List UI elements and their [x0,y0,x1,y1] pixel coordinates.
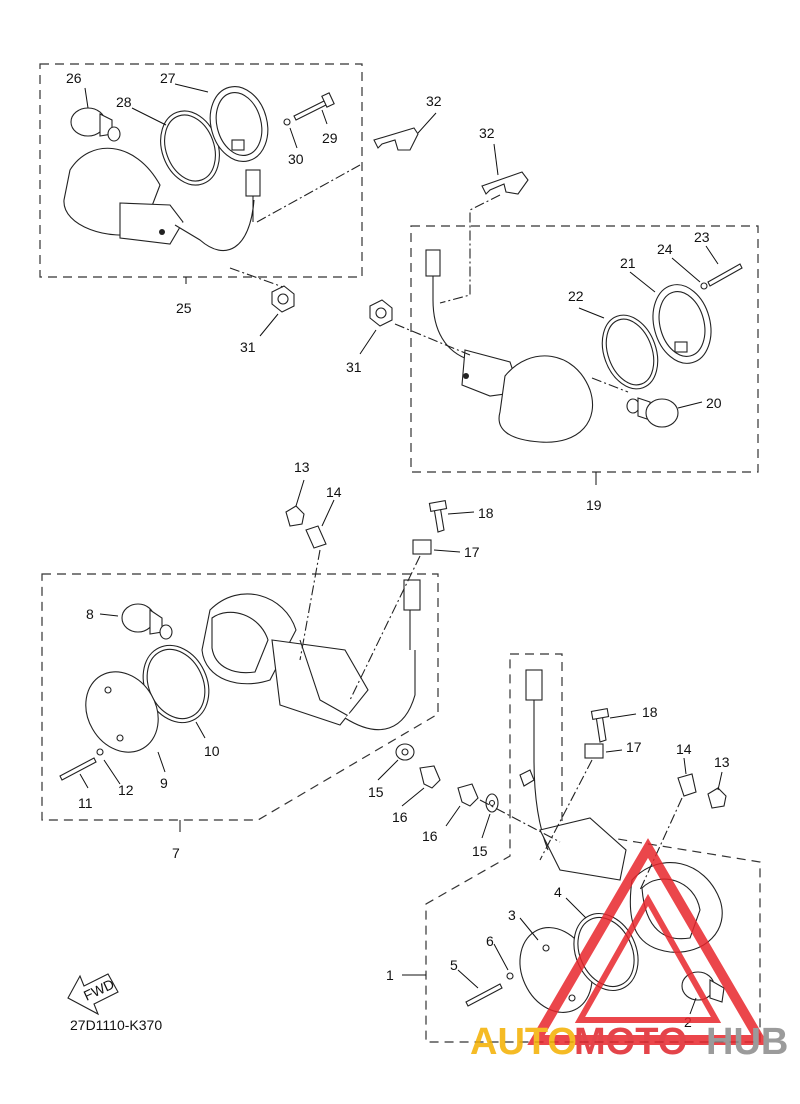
ring-gasket-part-28 [160,110,220,186]
callout-16b: 16 [422,828,438,844]
callout-11: 11 [78,795,93,811]
callout-8: 8 [86,606,94,622]
callout-18a: 18 [478,505,494,521]
callout-5: 5 [450,957,458,973]
callout-21: 21 [620,255,636,271]
callout-20: 20 [706,395,722,411]
callout-32a: 32 [426,93,442,109]
watermark-moto: MOTO [574,1021,687,1063]
screw-part-11 [59,757,97,781]
callout-14b: 14 [676,741,692,757]
nut-part-31a [229,267,295,337]
collar-part-14b [677,773,697,797]
bulb-part-8 [121,603,173,640]
automotohub-watermark-logo: AUTO MOTO HUB [470,838,788,1063]
watermark-auto: AUTO [470,1021,577,1063]
ring-gasket-part-22 [601,314,659,390]
washer-part-12 [96,748,104,756]
bulb-part-26 [70,107,121,142]
lens-part-9 [85,671,159,753]
callout-14a: 14 [326,484,342,500]
screw-part-29 [293,92,335,121]
callout-6: 6 [486,933,494,949]
callout-7: 7 [172,845,180,861]
callout-30: 30 [288,151,304,167]
collar-part-17a [412,539,432,555]
clip-part-32a [256,112,437,223]
assembly-19-turn-signal-rear-right [410,225,759,485]
clip-part-32b [439,143,529,304]
callout-23: 23 [694,229,710,245]
assembly-7-frame [41,573,439,821]
callout-3: 3 [508,907,516,923]
callout-13b: 13 [714,754,730,770]
callout-32b: 32 [479,125,495,141]
watermark-triangle-icon [527,838,769,1045]
callout-24: 24 [657,241,673,257]
connector-25 [245,169,261,222]
assembly-19-frame [410,225,759,473]
lamp-housing-7 [201,593,369,726]
watermark-hub: HUB [706,1021,788,1063]
screw-part-5 [465,983,503,1007]
washer-part-15b [485,793,499,813]
bolt-part-16b [457,783,479,807]
assembly-7-turn-signal-front-left [41,573,439,832]
callout-1: 1 [386,967,394,983]
callout-28: 28 [116,94,132,110]
callout-4: 4 [554,884,562,900]
callout-27: 27 [160,70,176,86]
callout-10: 10 [204,743,220,759]
forward-direction-arrow-icon: FWD [67,973,119,1016]
collar-part-17b [584,743,604,759]
lens-part-27 [209,86,269,162]
callout-31a: 31 [240,339,256,355]
mounting-hardware-left [285,479,475,807]
callout-15b: 15 [472,843,488,859]
bulb-part-20 [626,397,679,428]
callout-17b: 17 [626,739,642,755]
callout-29: 29 [322,130,338,146]
callout-22: 22 [568,288,584,304]
washer-part-24 [700,282,708,290]
nut-part-13b [707,787,727,809]
washer-part-15a [395,743,415,761]
callout-12: 12 [118,782,134,798]
callout-26: 26 [66,70,82,86]
washer-part-30 [283,118,291,126]
callout-9: 9 [160,775,168,791]
part-number-callouts: 26 27 28 29 30 32 32 25 31 31 23 24 21 2… [66,70,730,1030]
callout-17a: 17 [464,544,480,560]
lamp-housing-25 [63,147,255,251]
callout-15a: 15 [368,784,384,800]
callout-31b: 31 [346,359,362,375]
assembly-1-turn-signal-front-right [402,653,761,1043]
nut-part-31b [359,299,471,356]
washer-part-6 [506,972,514,980]
callout-16a: 16 [392,809,408,825]
callout-18b: 18 [642,704,658,720]
bolt-part-16a [419,765,441,789]
lens-part-21 [652,284,712,364]
nut-part-13a [285,505,305,527]
diagram-code: 27D1110-K370 [70,1017,162,1033]
mounting-hardware-right [445,708,727,891]
assembly-25-turn-signal-rear-left [39,63,363,284]
connector-1 [525,669,543,701]
collar-part-14a [305,525,327,549]
screw-part-23 [707,263,743,287]
lamp-housing-19 [461,349,594,443]
callout-19: 19 [586,497,602,513]
callout-25: 25 [176,300,192,316]
connector-19 [425,249,441,277]
connector-7 [403,579,421,611]
callout-13a: 13 [294,459,310,475]
assembly-25-frame [39,63,363,278]
